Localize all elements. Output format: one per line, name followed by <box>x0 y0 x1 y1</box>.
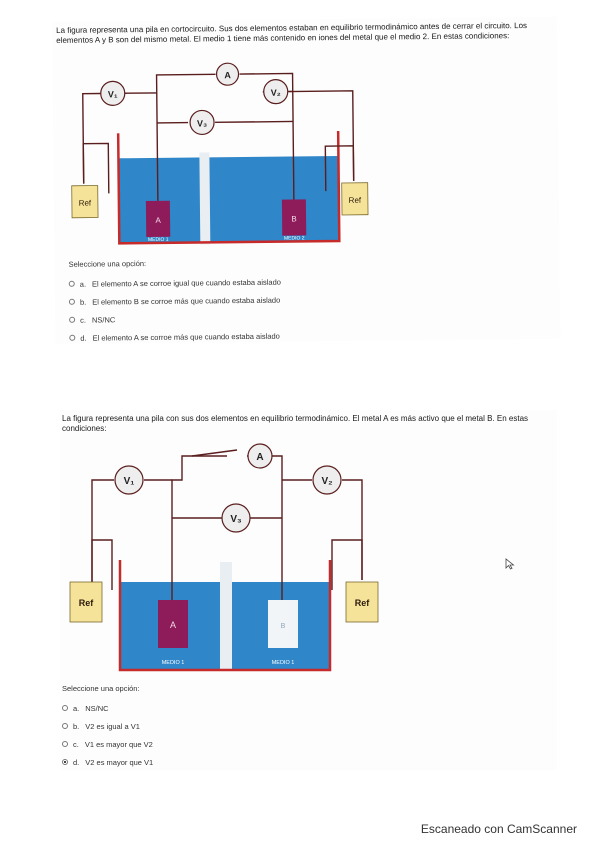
electrode-a <box>158 600 188 648</box>
ref-electrode-right <box>345 581 379 623</box>
electrode-a-label: A <box>170 620 176 630</box>
porous-separator <box>199 152 211 245</box>
medium-right-label: MEDIO 2 <box>284 235 305 241</box>
question-2-text: La figura representa una pila con sus do… <box>62 414 529 433</box>
voltmeter-2 <box>263 79 289 105</box>
galvanic-cell-diagram-2: Ref Ref A B MEDIO 1 MEDIO 1 A V₁ V₂ V₃ <box>69 443 379 672</box>
porous-separator <box>220 562 232 670</box>
radio-icon[interactable] <box>68 280 75 287</box>
electrode-b <box>268 600 298 648</box>
ref-electrode-right <box>341 182 369 216</box>
electrode-b-label: B <box>281 623 286 630</box>
radio-icon[interactable] <box>62 705 68 711</box>
radio-selected-icon[interactable] <box>62 759 68 765</box>
ref-right-label: Ref <box>355 598 371 608</box>
question-2-option-d[interactable]: d. V2 es mayor que V1 <box>62 753 153 771</box>
electrode-a <box>145 200 171 238</box>
ref-left-label: Ref <box>79 199 92 208</box>
radio-icon[interactable] <box>69 334 76 341</box>
medium-left-label: MEDIO 1 <box>148 237 169 243</box>
radio-icon[interactable] <box>62 741 68 747</box>
galvanic-cell-diagram-1: Ref Ref A B MEDIO 1 MEDIO 2 A V₁ V₂ V₃ <box>71 62 369 245</box>
question-1-options: Seleccione una opción: a. El elemento A … <box>68 258 281 347</box>
question-2-option-b[interactable]: b. V2 es igual a V1 <box>62 717 153 735</box>
question-1-option-c[interactable]: c. NS/NC <box>69 309 281 329</box>
question-2-option-c[interactable]: c. V1 es mayor que V2 <box>62 735 153 753</box>
question-1-option-a[interactable]: a. El elemento A se corroe igual que cua… <box>68 273 281 293</box>
ammeter <box>247 443 273 469</box>
medium-left-label: MEDIO 1 <box>162 660 185 666</box>
ref-electrode-left <box>69 581 103 623</box>
voltmeter-1 <box>114 465 144 495</box>
voltmeter-2 <box>312 465 342 495</box>
voltmeter-1 <box>100 80 126 106</box>
question-2-options: Seleccione una opción: a. NS/NC b. V2 es… <box>62 684 153 771</box>
radio-icon[interactable] <box>69 316 76 323</box>
ref-electrode-left <box>71 185 99 219</box>
voltmeter-1-label: V₁ <box>124 476 135 487</box>
question-2-panel: La figura representa una pila con sus do… <box>60 410 557 770</box>
radio-icon[interactable] <box>62 723 68 729</box>
medium-right-label: MEDIO 1 <box>272 660 295 666</box>
voltmeter-2-label: V₂ <box>321 476 332 487</box>
question-1-text: La figura representa una pila en cortoci… <box>56 21 528 45</box>
voltmeter-2-label: V₂ <box>271 88 281 98</box>
voltmeter-3-label: V₃ <box>197 118 207 128</box>
question-1-option-b[interactable]: b. El elemento B se corroe más que cuand… <box>68 291 281 311</box>
ref-left-label: Ref <box>79 598 95 608</box>
question-1-prompt: Seleccione una opción: <box>68 259 147 269</box>
voltmeter-3 <box>189 109 215 136</box>
radio-icon[interactable] <box>68 298 75 305</box>
question-2-option-a[interactable]: a. NS/NC <box>62 699 153 717</box>
voltmeter-3 <box>221 503 251 533</box>
electrode-a-label: A <box>155 216 161 225</box>
question-2-prompt: Seleccione una opción: <box>62 684 140 693</box>
ref-right-label: Ref <box>349 196 362 205</box>
ammeter-label: A <box>224 70 231 80</box>
voltmeter-1-label: V₁ <box>108 89 118 99</box>
circuit-wires <box>82 72 355 201</box>
tank-wall <box>116 130 341 245</box>
voltmeter-3-label: V₃ <box>230 514 242 525</box>
question-1-option-d[interactable]: d. El elemento A se corroe más que cuand… <box>69 327 281 347</box>
ammeter <box>215 62 240 86</box>
tank-wall <box>118 560 332 672</box>
electrode-b-label: B <box>291 214 296 223</box>
ammeter-label: A <box>256 452 263 463</box>
mouse-cursor-icon <box>505 558 515 570</box>
scanner-watermark: Escaneado con CamScanner <box>420 822 577 836</box>
question-1-panel: La figura representa una pila en cortoci… <box>52 16 561 347</box>
electrode-b <box>281 199 307 236</box>
